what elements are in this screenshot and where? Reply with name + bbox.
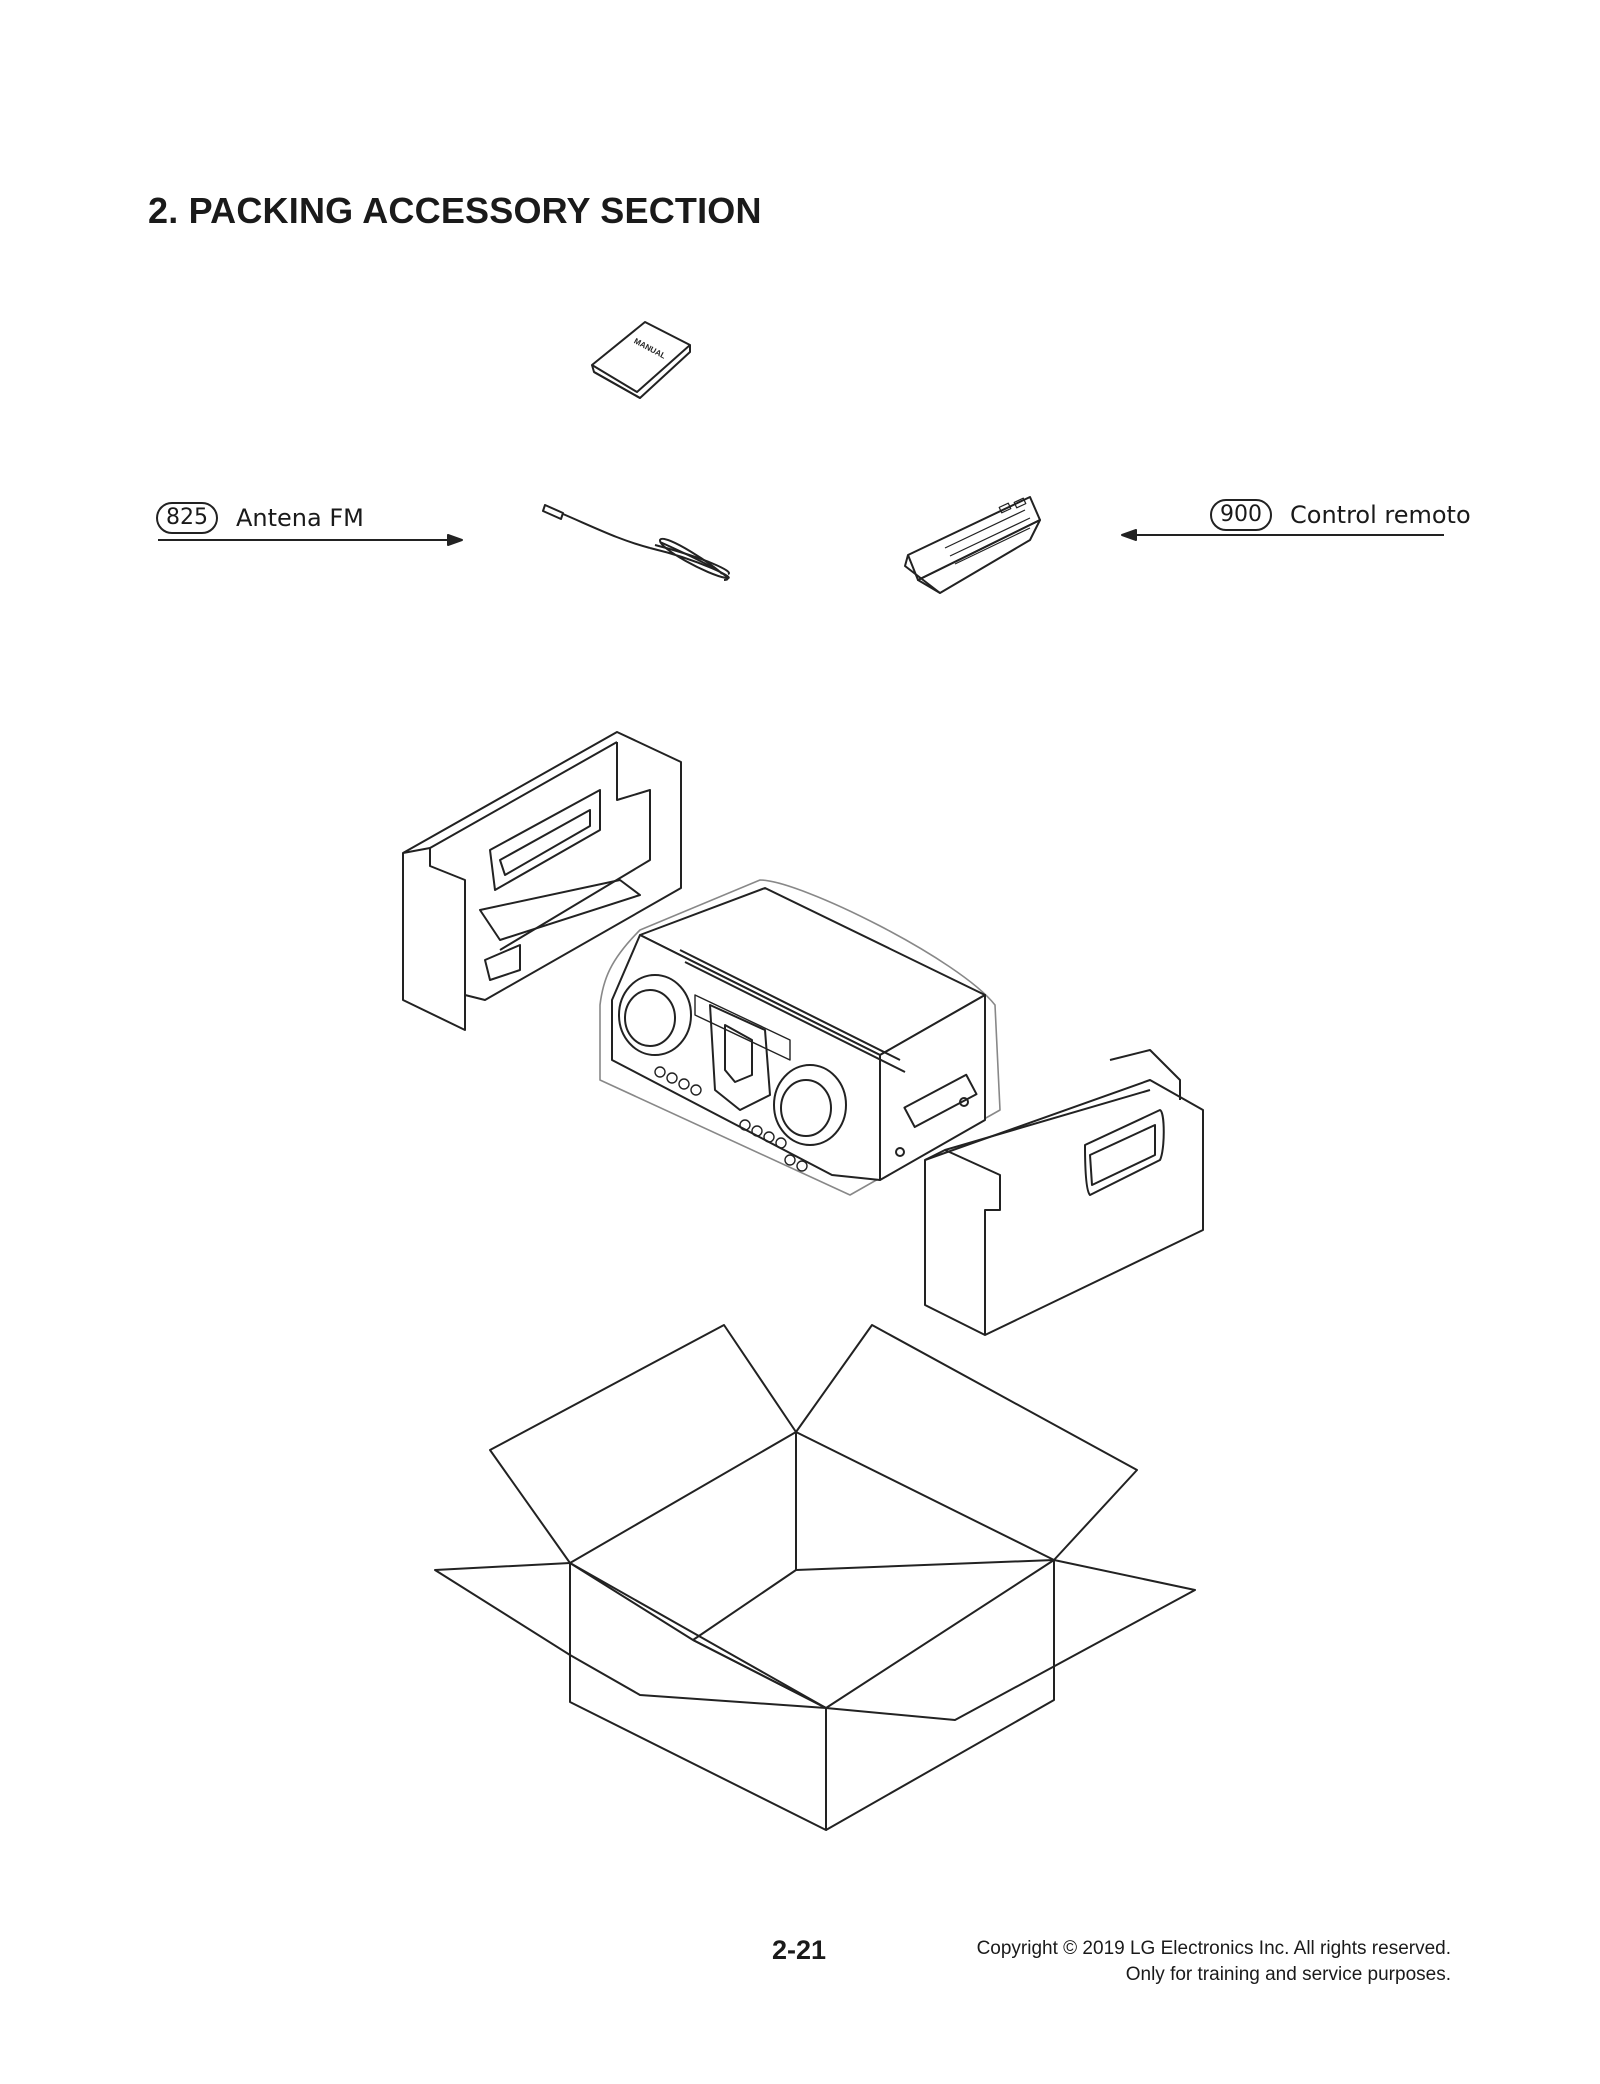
remote-control — [904, 496, 1041, 594]
copyright-notice: Copyright © 2019 LG Electronics Inc. All… — [977, 1936, 1451, 1988]
stereo-unit — [599, 879, 1001, 1196]
part-number-badge: 900 — [1210, 499, 1272, 531]
right-foam-insert — [924, 1049, 1204, 1336]
callout-antenna: 825 Antena FM — [156, 502, 364, 534]
left-speaker-knob — [618, 974, 692, 1056]
part-label: Antena FM — [236, 504, 364, 532]
center-control-panel — [694, 994, 791, 1111]
callout-remote: 900 Control remoto — [1210, 499, 1471, 531]
manual-booklet: MANUAL — [591, 321, 691, 399]
fm-antenna — [542, 504, 731, 581]
copyright-line: Copyright © 2019 LG Electronics Inc. All… — [976, 1938, 1451, 1959]
left-foam-insert — [402, 731, 682, 1031]
leader-line-antenna — [158, 534, 463, 546]
section-title: 2. PACKING ACCESSORY SECTION — [148, 190, 762, 231]
cardboard-box — [434, 1324, 1196, 1831]
leader-line-remote — [1121, 529, 1444, 541]
button-row — [654, 1066, 808, 1172]
part-number-badge: 825 — [156, 502, 218, 534]
part-label: Control remoto — [1290, 501, 1471, 529]
page-number: 2-21 — [772, 1935, 827, 1965]
usage-line: Only for training and service purposes. — [1125, 1964, 1451, 1985]
right-speaker-knob — [773, 1064, 847, 1146]
